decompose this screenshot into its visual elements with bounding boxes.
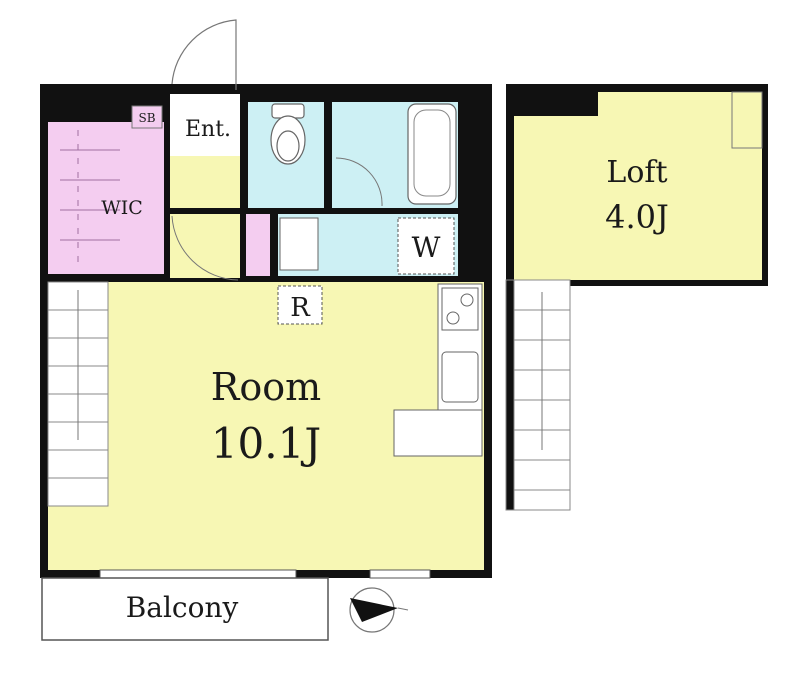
loft-name-label: Loft — [606, 155, 667, 190]
toilet-icon — [270, 103, 306, 165]
window — [99, 569, 297, 579]
wic-label: WIC — [101, 197, 143, 219]
loft-floor — [514, 92, 762, 280]
room-size-label: 10.1J — [211, 419, 321, 468]
stairs — [47, 281, 109, 507]
entrance-floor — [166, 94, 244, 156]
entrance-label: Ent. — [185, 117, 231, 142]
room-name-label: Room — [211, 365, 321, 409]
wic-floor — [48, 122, 164, 274]
loft-size-label: 4.0J — [605, 198, 669, 236]
shoe-box — [131, 105, 163, 129]
shoe-box-label: SB — [138, 111, 155, 125]
loft-unit — [505, 84, 768, 511]
wic-hanger-rail — [60, 130, 120, 268]
washer-label: W — [412, 231, 441, 264]
interior-walls — [48, 90, 484, 282]
hall-floor — [166, 214, 240, 278]
balcony-label: Balcony — [126, 591, 239, 624]
kitchen-counter — [393, 283, 483, 457]
sink-icon — [279, 217, 319, 271]
loft-ladder — [505, 279, 571, 511]
entrance-step — [166, 156, 244, 210]
balcony — [41, 577, 329, 641]
window — [369, 569, 431, 579]
main-unit — [40, 19, 492, 579]
fridge-space — [277, 285, 323, 325]
hall-door-icon — [171, 215, 239, 281]
entrance-door-icon — [171, 19, 237, 90]
hall-closet — [246, 214, 270, 278]
washer-space — [397, 217, 455, 275]
refrigerator-label: R — [290, 293, 311, 323]
room-floor — [48, 282, 484, 570]
bath-door-icon — [335, 157, 383, 207]
compass-icon — [349, 587, 409, 633]
